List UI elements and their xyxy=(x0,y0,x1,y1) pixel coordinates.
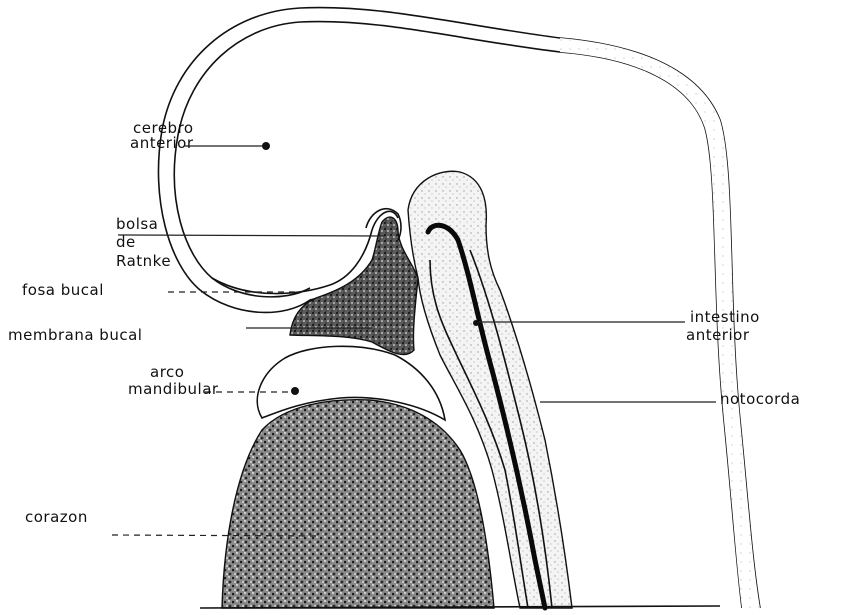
label-intestino-1: intestino xyxy=(690,308,760,326)
label-bolsa-3: Ratnke xyxy=(116,252,171,270)
heart-region xyxy=(222,400,494,608)
label-corazon: corazon xyxy=(25,508,88,526)
label-bolsa-2: de xyxy=(116,233,136,251)
label-intestino-2: anterior xyxy=(686,326,750,344)
dot-cerebro xyxy=(262,142,270,150)
label-arco-2: mandibular xyxy=(128,380,219,398)
leader-bolsa xyxy=(118,235,385,236)
label-cerebro-2: anterior xyxy=(130,134,194,152)
label-membrana-bucal: membrana bucal xyxy=(8,326,142,344)
label-fosa-bucal: fosa bucal xyxy=(22,281,104,299)
dot-arco xyxy=(291,387,299,395)
label-notocorda: notocorda xyxy=(720,390,800,408)
label-arco-1: arco xyxy=(150,363,184,381)
label-bolsa-1: bolsa xyxy=(116,215,158,233)
dot-intestino xyxy=(473,320,479,326)
